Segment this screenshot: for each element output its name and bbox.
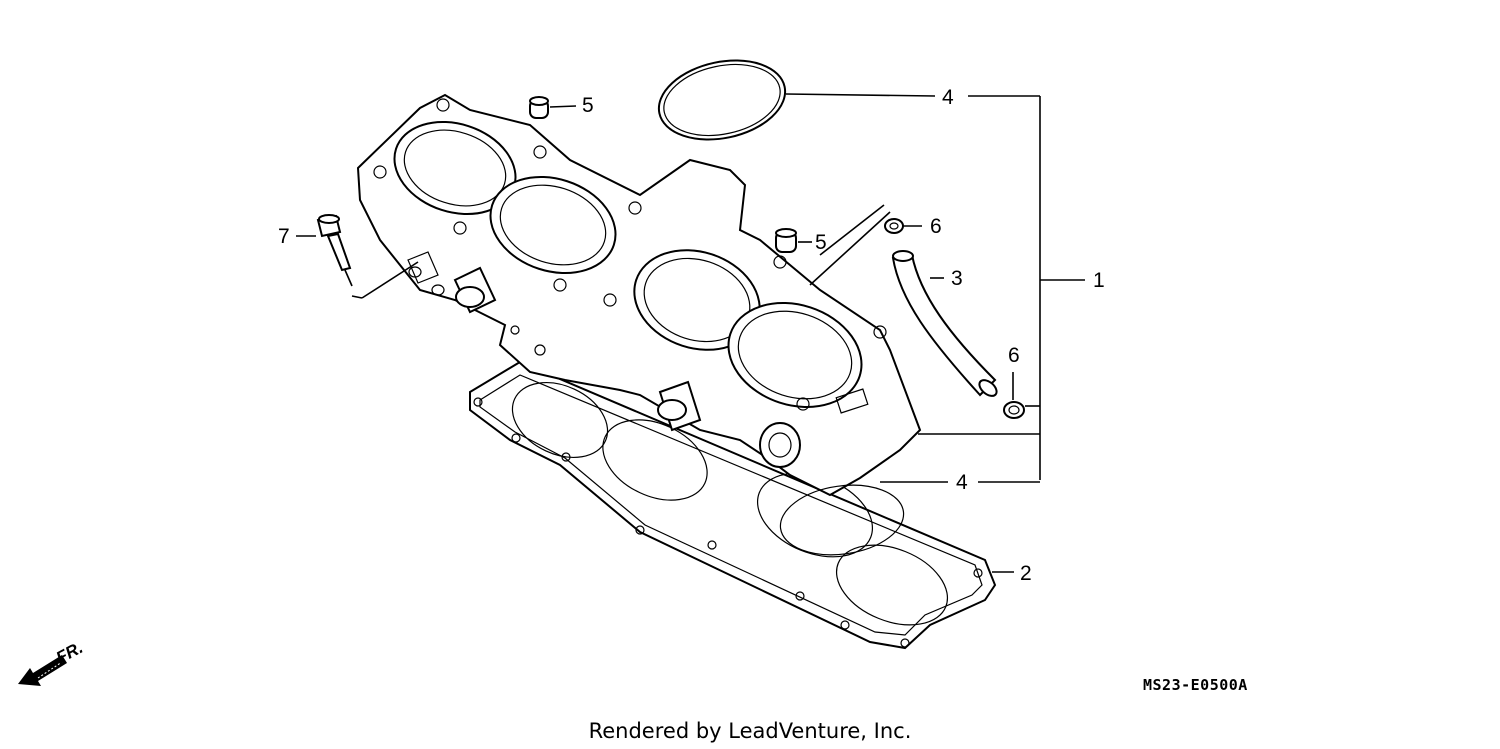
o-ring-bottom[interactable] [776,478,908,563]
water-hose[interactable] [891,250,1000,399]
dowel-pin-mid[interactable] [775,228,797,253]
callout-7: 7 [278,225,290,248]
dowel-pin-top[interactable] [529,96,549,119]
callout-5-mid: 5 [815,231,827,254]
o-ring-top[interactable] [651,50,792,151]
flange-bolt[interactable] [316,214,352,272]
callout-4-bottom: 4 [956,471,968,494]
callout-4-top: 4 [942,86,954,109]
cylinder-block[interactable] [356,93,922,497]
hose-clip-bottom[interactable] [1003,401,1025,419]
callout-5-top: 5 [582,94,594,117]
callout-6-bottom: 6 [1008,344,1020,367]
callout-3: 3 [951,267,963,290]
callout-2: 2 [1020,562,1032,585]
leader-lines [296,93,1085,573]
diagram-code: MS23-E0500A [1143,676,1248,694]
credit-text: Rendered by LeadVenture, Inc. [589,719,912,743]
hose-clip-top[interactable] [884,218,904,234]
callout-1: 1 [1093,269,1105,292]
callout-6-top: 6 [930,215,942,238]
front-direction-arrow [18,655,67,686]
